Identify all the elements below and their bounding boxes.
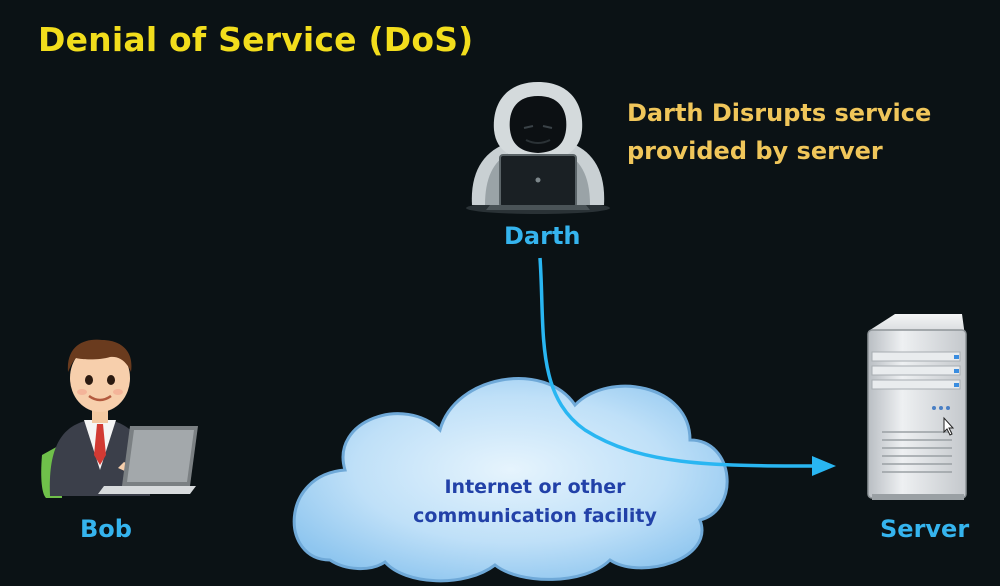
slide-title: Denial of Service (DoS) [38,20,474,59]
server-tower-icon [867,314,967,500]
attack-note-line-2: provided by server [627,137,883,165]
cloud-icon [292,377,729,583]
cloud-label: Internet or other communication facility [385,473,685,531]
businessman-laptop-icon [41,339,198,498]
cloud-label-line-1: Internet or other [444,476,626,498]
cloud-label-line-2: communication facility [413,505,657,527]
attack-arrow [538,257,813,468]
attack-arrow-head [812,456,836,476]
server-label: Server [880,515,970,543]
darth-label: Darth [504,222,581,250]
attack-note: Darth Disrupts service provided by serve… [627,94,931,170]
bob-label: Bob [80,515,132,543]
hooded-hacker-icon [466,82,610,214]
mouse-cursor-icon [943,416,955,436]
attack-note-line-1: Darth Disrupts service [627,99,932,127]
